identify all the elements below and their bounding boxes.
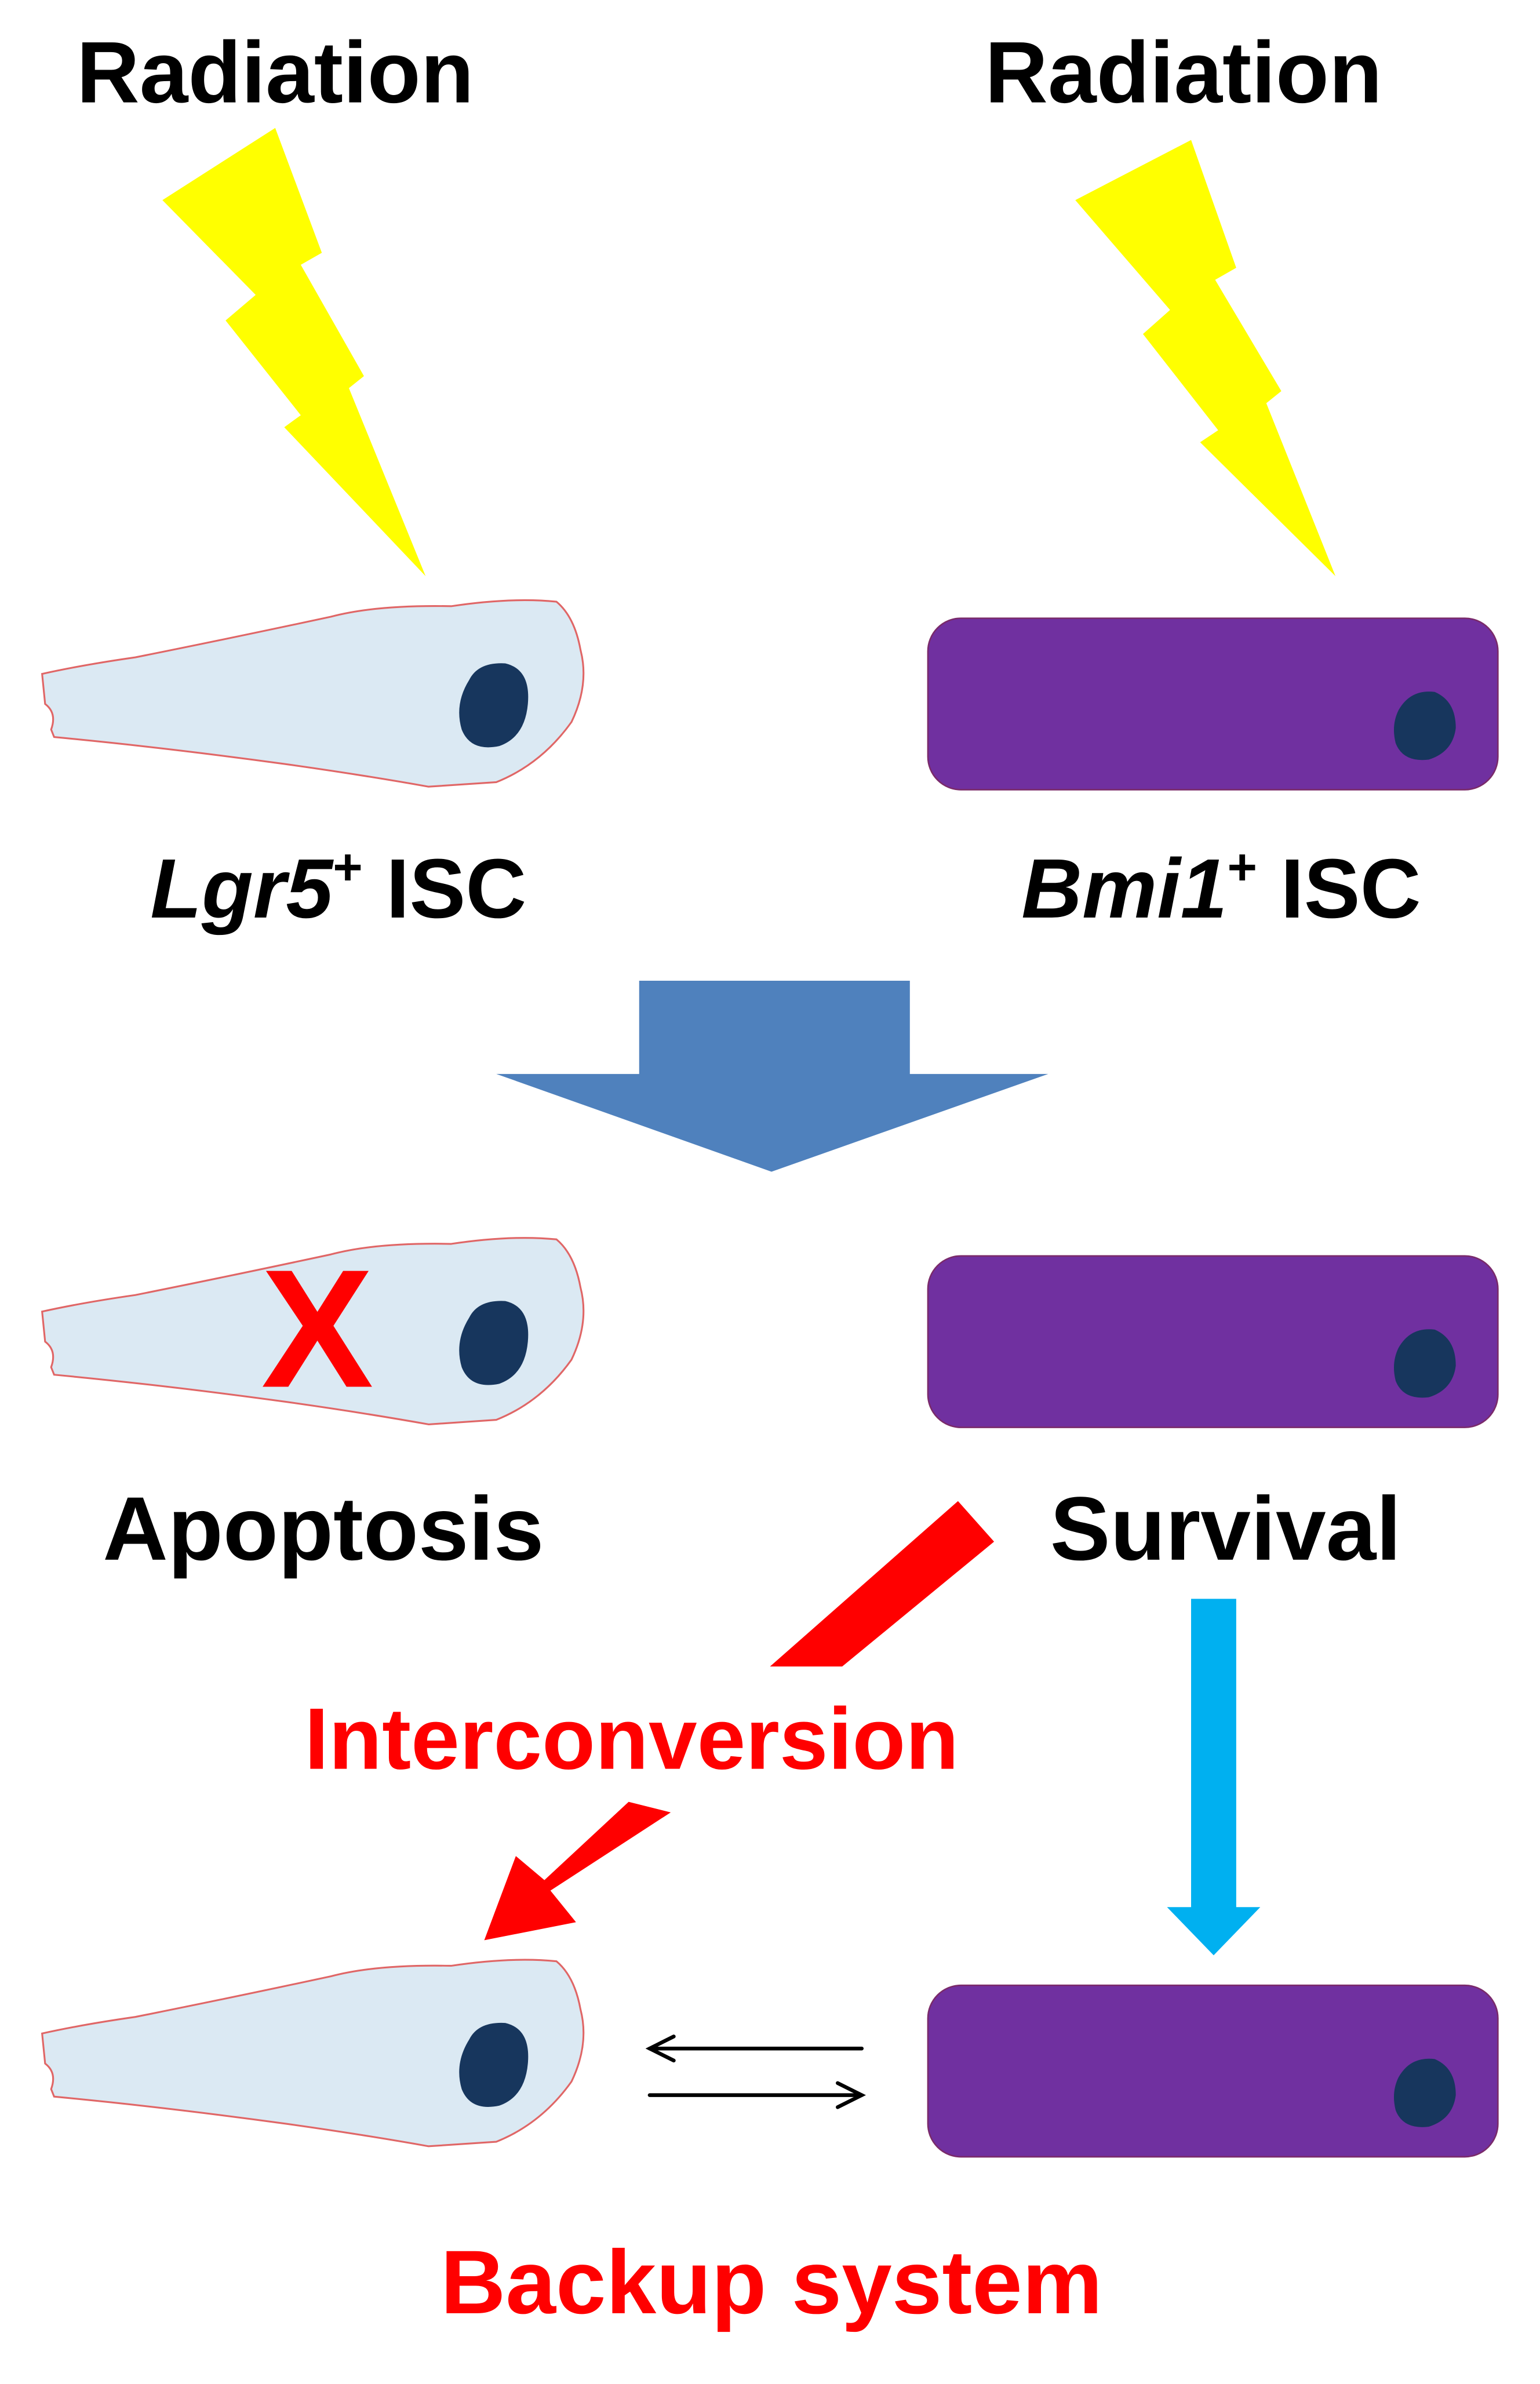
lgr5-gene-name: Lgr5 bbox=[150, 841, 334, 936]
main-down-arrow bbox=[496, 980, 1048, 1172]
bmi1-cell-bottom bbox=[927, 1984, 1499, 2158]
lightning-bolt-right-icon bbox=[1075, 140, 1336, 576]
apoptosis-label: Apoptosis bbox=[103, 1478, 544, 1579]
arrow-right-icon bbox=[647, 2081, 867, 2109]
bmi1-nucleus-bottom bbox=[1393, 2058, 1456, 2127]
bmi1-cell-middle bbox=[927, 1255, 1499, 1428]
lgr5-cell-top bbox=[41, 599, 585, 788]
lgr5-cell-bottom bbox=[41, 1959, 585, 2148]
apoptosis-x-mark: X bbox=[261, 1235, 374, 1423]
radiation-label-right: Radiation bbox=[985, 24, 1382, 121]
radiation-label-left: Radiation bbox=[77, 24, 474, 121]
lightning-bolt-left-icon bbox=[162, 128, 426, 576]
lgr5-superscript: + bbox=[333, 838, 363, 896]
bmi1-cell-top bbox=[927, 617, 1499, 791]
lgr5-nucleus-top bbox=[459, 663, 529, 748]
bmi1-isc-label: Bmi1+ ISC bbox=[1021, 838, 1421, 936]
bmi1-nucleus-top bbox=[1393, 691, 1456, 760]
lgr5-isc-label: Lgr5+ ISC bbox=[150, 838, 526, 936]
survival-down-arrow bbox=[1167, 1599, 1261, 1956]
bmi1-superscript: + bbox=[1228, 838, 1258, 896]
backup-system-label: Backup system bbox=[440, 2232, 1102, 2332]
lgr5-isc-suffix: ISC bbox=[363, 841, 527, 936]
lgr5-cell-middle bbox=[41, 1237, 585, 1425]
arrow-left-icon bbox=[645, 2034, 864, 2063]
survival-label: Survival bbox=[1050, 1478, 1401, 1579]
interconversion-arrow-lower bbox=[484, 1801, 671, 1941]
bmi1-isc-suffix: ISC bbox=[1257, 841, 1421, 936]
lgr5-nucleus-bottom bbox=[459, 2022, 529, 2107]
equilibrium-arrows bbox=[645, 2034, 867, 2109]
interconversion-arrow-upper bbox=[770, 1501, 995, 1667]
interconversion-label: Interconversion bbox=[304, 1690, 959, 1788]
bmi1-gene-name: Bmi1 bbox=[1021, 841, 1227, 936]
lgr5-nucleus-middle bbox=[459, 1301, 529, 1385]
bmi1-nucleus-middle bbox=[1393, 1329, 1456, 1398]
